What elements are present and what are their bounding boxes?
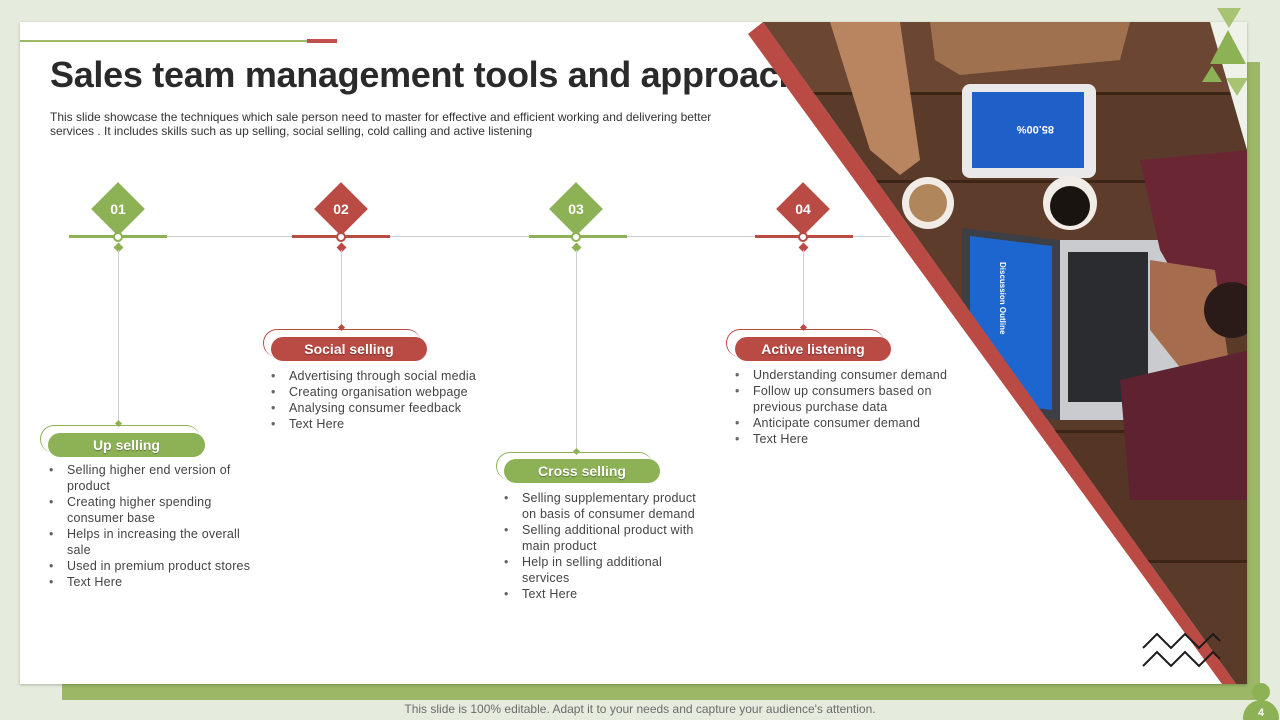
step-bullet-list: Selling higher end version of product Cr… <box>45 462 265 590</box>
slide-subtitle: This slide showcase the techniques which… <box>50 110 712 138</box>
list-item: Text Here <box>500 586 710 602</box>
list-item: Used in premium product stores <box>45 558 265 574</box>
step-title-outline <box>263 329 421 357</box>
list-item: Follow up consumers based on previous pu… <box>731 383 961 415</box>
list-item: Understanding consumer demand <box>731 367 961 383</box>
list-item: Text Here <box>731 431 961 447</box>
step-title-badge: Active listening <box>735 337 891 361</box>
connector-line <box>803 250 804 326</box>
step-title-badge: Social selling <box>271 337 427 361</box>
step-number: 02 <box>333 201 349 217</box>
list-item: Selling additional product with main pro… <box>500 522 710 554</box>
page-indicator-dot <box>1252 683 1270 701</box>
step-title-badge: Cross selling <box>504 459 660 483</box>
step-number: 04 <box>795 201 811 217</box>
top-accent-mark <box>307 39 337 43</box>
step-title-outline <box>40 425 200 453</box>
step-number: 03 <box>568 201 584 217</box>
timeline-node <box>336 232 346 242</box>
step-bullet-list: Selling supplementary product on basis o… <box>500 490 710 602</box>
list-item: Advertising through social media <box>267 368 507 384</box>
timeline-axis <box>70 236 890 237</box>
page-number: 4 <box>1243 700 1279 720</box>
list-item: Anticipate consumer demand <box>731 415 961 431</box>
list-item: Selling supplementary product on basis o… <box>500 490 710 522</box>
list-item: Text Here <box>267 416 507 432</box>
connector-line <box>576 250 577 450</box>
list-item: Creating higher spending consumer base <box>45 494 265 526</box>
step-title-outline <box>496 452 653 480</box>
step-title-outline <box>726 329 884 357</box>
list-item: Analysing consumer feedback <box>267 400 507 416</box>
list-item: Helps in increasing the overall sale <box>45 526 265 558</box>
list-item: Help in selling additional services <box>500 554 710 586</box>
slide-title: Sales team management tools and approach <box>50 54 801 95</box>
timeline-node <box>113 232 123 242</box>
connector-line <box>118 250 119 422</box>
list-item: Text Here <box>45 574 265 590</box>
list-item: Selling higher end version of product <box>45 462 265 494</box>
step-bullet-list: Advertising through social media Creatin… <box>267 368 507 432</box>
timeline-node <box>571 232 581 242</box>
list-item: Creating organisation webpage <box>267 384 507 400</box>
connector-line <box>341 250 342 326</box>
top-accent-line <box>20 40 308 42</box>
step-number: 01 <box>110 201 126 217</box>
step-bullet-list: Understanding consumer demand Follow up … <box>731 367 961 447</box>
timeline-node <box>798 232 808 242</box>
footer-note: This slide is 100% editable. Adapt it to… <box>404 702 876 716</box>
step-title-badge: Up selling <box>48 433 205 457</box>
